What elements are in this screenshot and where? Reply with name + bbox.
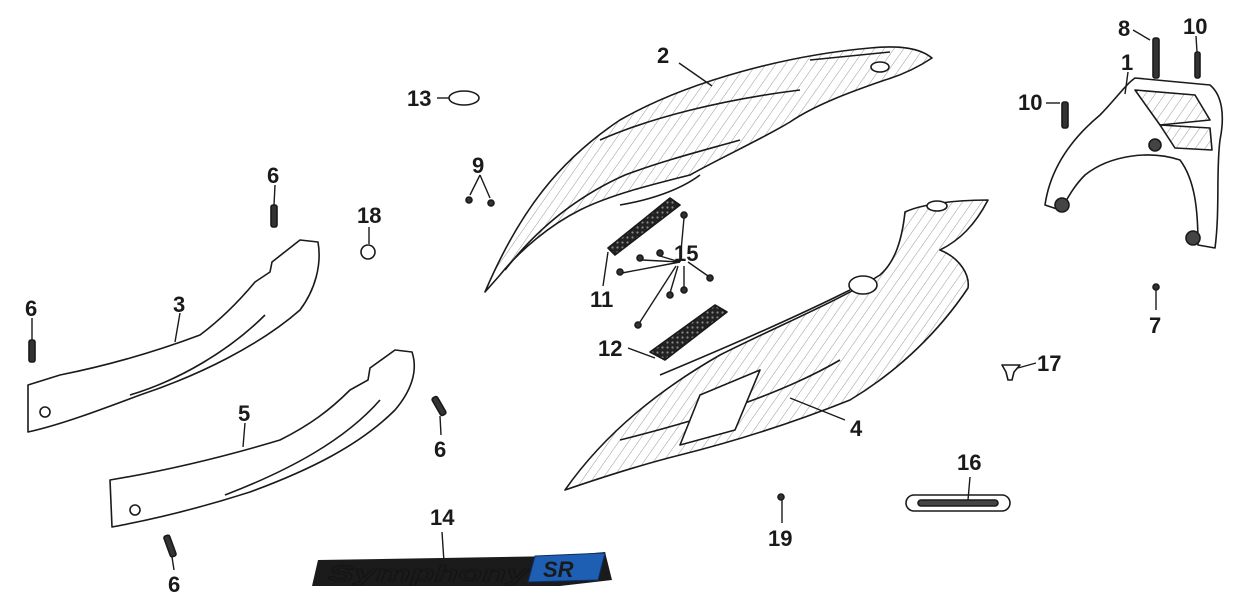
bolt-6-right (431, 395, 447, 417)
leader-lines (31, 29, 1198, 571)
bolt-6-left (28, 339, 36, 363)
screw-15c (636, 254, 644, 262)
callout-labels: 2 1 3 4 5 6 6 6 6 7 8 9 10 10 11 12 13 1… (25, 14, 1207, 597)
callout-8: 8 (1118, 16, 1130, 41)
bolt-10-left (1061, 101, 1069, 129)
callout-19: 19 (768, 526, 792, 551)
callout-6-right: 6 (434, 437, 446, 462)
callout-7: 7 (1149, 313, 1161, 338)
part-grille-large (649, 304, 728, 361)
bolt-6-bottom (163, 534, 177, 558)
screw-7 (1152, 283, 1160, 291)
callout-3: 3 (173, 292, 185, 317)
callout-4: 4 (850, 416, 863, 441)
part-rear-upper-cover (484, 46, 933, 293)
part-right-side-panel (109, 349, 416, 528)
screw-15d (616, 268, 624, 276)
part-grille-small (607, 197, 681, 256)
screw-15h (634, 321, 642, 329)
callout-12: 12 (598, 336, 622, 361)
bolt-10-right (1194, 51, 1201, 79)
part-ring-13 (448, 90, 480, 106)
callout-16: 16 (957, 450, 981, 475)
logo-badge: SR (543, 557, 574, 582)
callout-17: 17 (1037, 351, 1061, 376)
bolt-6-top (270, 204, 278, 228)
callout-6-left: 6 (25, 296, 37, 321)
screw-9a (465, 196, 473, 204)
callout-14: 14 (430, 505, 455, 530)
part-rear-carrier (1044, 77, 1224, 249)
screw-9b (487, 199, 495, 207)
screw-19 (777, 493, 785, 501)
callout-15: 15 (674, 241, 698, 266)
part-logo-emblem: Symphony SR (312, 552, 612, 586)
callout-5: 5 (238, 401, 250, 426)
part-clip-17 (1001, 364, 1021, 381)
callout-10-left: 10 (1018, 90, 1042, 115)
fasteners (28, 37, 1201, 558)
callout-1: 1 (1121, 50, 1133, 75)
callout-2: 2 (657, 43, 669, 68)
callout-18: 18 (357, 203, 381, 228)
callout-9: 9 (472, 153, 484, 178)
part-left-side-panel (27, 239, 320, 433)
part-grab-bar (905, 494, 1011, 512)
callout-10-right: 10 (1183, 14, 1207, 39)
screw-15e (706, 274, 714, 282)
screw-15b (656, 249, 664, 257)
part-grommet-18 (360, 244, 376, 260)
callout-6-top: 6 (267, 163, 279, 188)
bolt-8 (1152, 37, 1160, 79)
callout-11: 11 (590, 287, 613, 312)
screw-15a (680, 211, 688, 219)
part-body-side-cover (564, 199, 989, 491)
callout-6-bottom: 6 (168, 572, 180, 597)
callout-13: 13 (407, 86, 431, 111)
logo-wordmark: Symphony (328, 561, 531, 586)
